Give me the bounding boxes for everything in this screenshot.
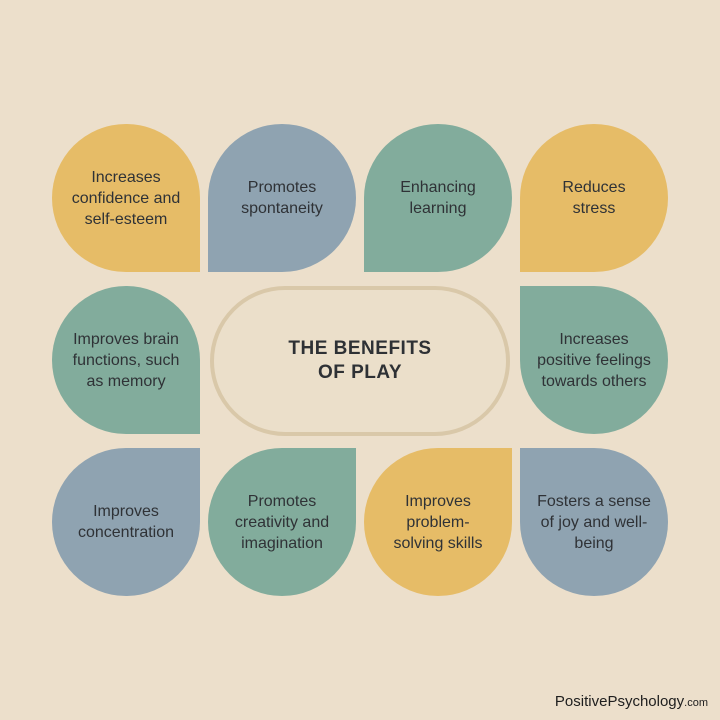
petal-positive-feelings: Increases positive feelings towards othe… xyxy=(520,286,668,434)
petal-label: Reduces stress xyxy=(562,179,626,217)
center-capsule: THE BENEFITS OF PLAY xyxy=(210,286,510,436)
petal-joy-wellbeing: Fosters a sense of joy and well-being xyxy=(520,448,668,596)
petal-label: Enhancing learning xyxy=(400,179,476,217)
petal-problem-solving: Improves problem-solving skills xyxy=(364,448,512,596)
petal-label: Improves brain functions, such as memory xyxy=(72,330,180,390)
petal-label: Increases positive feelings towards othe… xyxy=(537,330,651,390)
brand-suffix: .com xyxy=(684,697,708,709)
petal-label: Improves concentration xyxy=(77,503,175,541)
petal-confidence: Increases confidence and self-esteem xyxy=(52,124,200,272)
petal-label: Promotes creativity and imagination xyxy=(234,492,330,552)
petal-label: Promotes spontaneity xyxy=(241,179,323,217)
brand-logo: PositivePsychology.com xyxy=(555,693,708,710)
petal-brain-functions: Improves brain functions, such as memory xyxy=(52,286,200,434)
brand-name: PositivePsychology xyxy=(554,693,685,710)
petal-spontaneity: Promotes spontaneity xyxy=(208,124,356,272)
diagram-title: THE BENEFITS OF PLAY xyxy=(288,338,432,383)
petal-concentration: Improves concentration xyxy=(52,448,200,596)
petal-label: Improves problem-solving skills xyxy=(393,492,483,552)
petal-learning: Enhancing learning xyxy=(364,124,512,272)
petal-label: Increases confidence and self-esteem xyxy=(71,168,181,228)
petal-stress: Reduces stress xyxy=(520,124,668,272)
petal-creativity: Promotes creativity and imagination xyxy=(208,448,356,596)
petal-label: Fosters a sense of joy and well-being xyxy=(537,492,651,552)
